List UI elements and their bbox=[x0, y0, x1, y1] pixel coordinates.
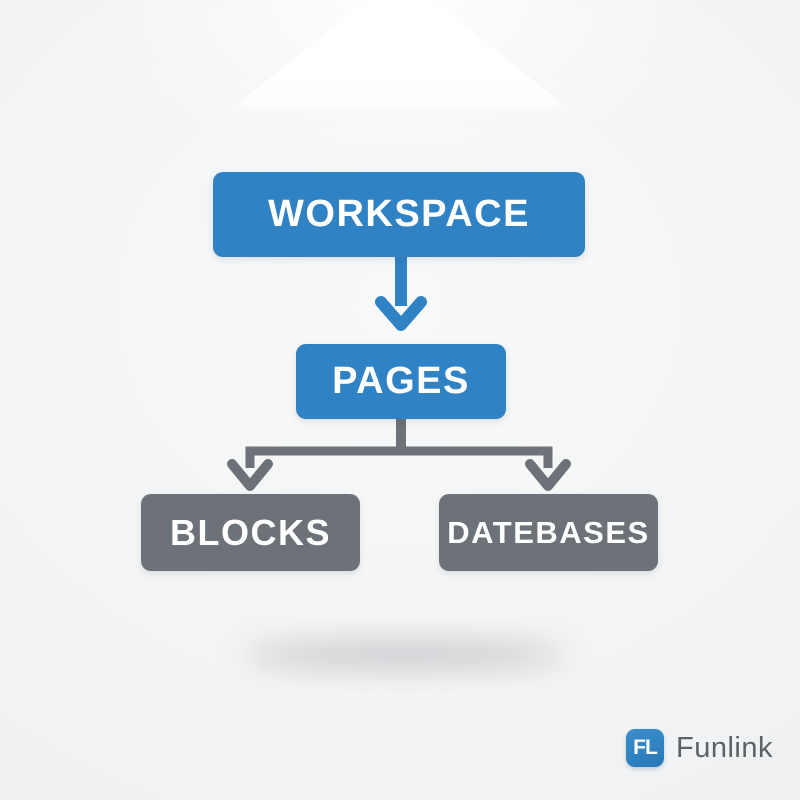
brand-monogram: FL bbox=[633, 736, 658, 759]
node-databases-label: DATEBASES bbox=[447, 514, 650, 550]
arrowhead-to-databases bbox=[525, 459, 571, 491]
branch-pages-to-children bbox=[227, 419, 571, 491]
spotlight-beam bbox=[230, 0, 570, 110]
node-databases: DATEBASES bbox=[439, 494, 658, 571]
node-blocks: BLOCKS bbox=[141, 494, 360, 571]
node-workspace: WORKSPACE bbox=[213, 172, 585, 257]
node-pages-label: PAGES bbox=[332, 360, 470, 402]
brand-lockup: FL Funlink bbox=[626, 729, 773, 767]
node-workspace-label: WORKSPACE bbox=[268, 193, 530, 235]
floor-shadow bbox=[245, 642, 565, 668]
node-blocks-label: BLOCKS bbox=[170, 511, 331, 553]
brand-name: Funlink bbox=[676, 731, 773, 764]
arrowhead-to-blocks bbox=[227, 459, 273, 491]
brand-logo-icon: FL bbox=[626, 729, 664, 767]
arrow-workspace-to-pages bbox=[375, 255, 427, 331]
node-pages: PAGES bbox=[296, 344, 506, 419]
